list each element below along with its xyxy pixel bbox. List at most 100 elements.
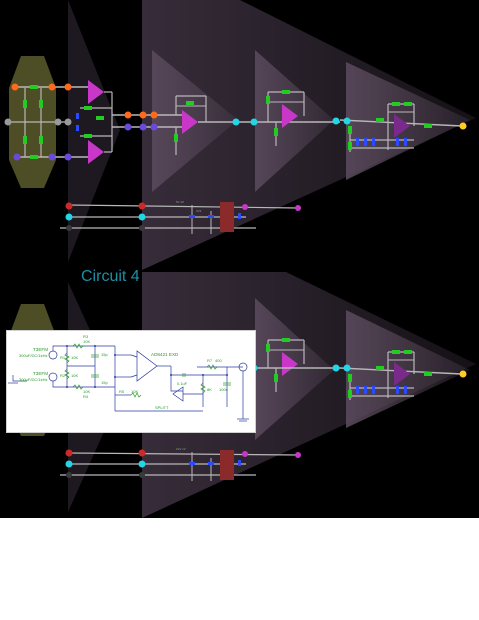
capacitor [76, 125, 79, 131]
resistor [23, 136, 27, 144]
capacitor [404, 138, 407, 146]
resistor-value: 10K [71, 373, 78, 378]
junction [114, 376, 116, 378]
node-cyan [250, 118, 258, 126]
capacitor [189, 215, 195, 218]
resistor [404, 102, 412, 106]
opamp-name: AD8421 EXD [151, 352, 179, 357]
node-cyan [332, 364, 340, 372]
resistor-value: 10K [83, 389, 90, 394]
op-amp [182, 110, 198, 134]
node-magenta [242, 204, 248, 210]
wire [12, 375, 27, 382]
resistor-value: 400 [215, 358, 222, 363]
node-orange [139, 111, 147, 119]
op-amp-dim [394, 362, 410, 386]
power-rail-block: 5V 10 3V3 [60, 200, 301, 234]
power-rail-block: 10V 12 [60, 447, 301, 481]
resistor [96, 116, 104, 120]
wedge-mid [346, 310, 470, 428]
resistor [274, 374, 278, 382]
node-cyan [65, 213, 73, 221]
resistor [84, 106, 92, 110]
capacitor [208, 215, 214, 218]
capacitor [396, 138, 399, 146]
node-red [138, 202, 146, 210]
node-dark [66, 225, 72, 231]
node-purple [139, 123, 147, 131]
resistor [72, 343, 84, 349]
resistor [186, 101, 194, 105]
node-cyan [343, 117, 351, 125]
op-amp [88, 140, 104, 164]
split-label: SPLITT [155, 405, 169, 410]
node-dark [139, 472, 145, 478]
capacitor [364, 138, 367, 146]
resistor-value: 8K [207, 387, 212, 392]
node-magenta [295, 452, 301, 458]
node-purple [48, 153, 56, 161]
node-grey [64, 118, 72, 126]
resistor [39, 100, 43, 108]
node-red [65, 449, 73, 457]
junction [170, 374, 172, 376]
resistor-name: R5 [119, 389, 125, 394]
voltage-source [48, 372, 58, 382]
regulator [220, 450, 234, 480]
wire [67, 452, 299, 456]
op-amp [136, 350, 158, 382]
junction [226, 374, 228, 376]
chip-label: 10V 12 [176, 447, 186, 451]
resistor [392, 102, 400, 106]
resistor [424, 124, 432, 128]
resistor [404, 350, 412, 354]
capacitor [356, 138, 359, 146]
junction [66, 345, 68, 347]
chip-label: 5V 10 [176, 200, 184, 204]
node-yellow [459, 370, 467, 378]
node-orange [64, 83, 72, 91]
resistor [64, 352, 70, 364]
resistor [266, 96, 270, 104]
node-purple [64, 153, 72, 161]
op-amp [282, 104, 298, 128]
schematic-wires [8, 345, 249, 422]
capacitor [404, 386, 407, 394]
resistor [130, 392, 142, 398]
voltage-source [48, 350, 58, 360]
capacitor [364, 386, 367, 394]
source-value: 300uF/DC/1kHz [19, 353, 47, 358]
wedge-large [68, 0, 120, 262]
capacitor [372, 138, 375, 146]
resistor [174, 134, 178, 142]
capacitor-value: 0.1uF [177, 381, 188, 386]
wedge-mid [255, 50, 334, 192]
resistor-name: R2 [60, 373, 66, 378]
node-dark [139, 225, 145, 231]
capacitor [238, 213, 241, 219]
capacitor [238, 460, 241, 466]
wire [130, 374, 138, 378]
junction [114, 354, 116, 356]
node-cyan [65, 460, 73, 468]
capacitor [208, 462, 214, 465]
node-red [138, 449, 146, 457]
node-grey [54, 118, 62, 126]
resistor [348, 126, 352, 134]
wire [52, 345, 115, 351]
capacitor-value: 100n [219, 387, 228, 392]
wedge-mid [255, 298, 334, 440]
upper-circuit: 5V 10 3V3 [4, 0, 476, 270]
resistor-value: 10K [131, 389, 138, 394]
resistor [424, 372, 432, 376]
resistor-name: R1 [60, 355, 66, 360]
resistor [376, 118, 384, 122]
capacitor [396, 386, 399, 394]
node-orange [124, 111, 132, 119]
regulator [220, 202, 234, 232]
resistor [39, 136, 43, 144]
node-yellow [459, 122, 467, 130]
node-magenta [295, 205, 301, 211]
resistor [72, 384, 84, 390]
resistor-value: 10K [83, 339, 90, 344]
